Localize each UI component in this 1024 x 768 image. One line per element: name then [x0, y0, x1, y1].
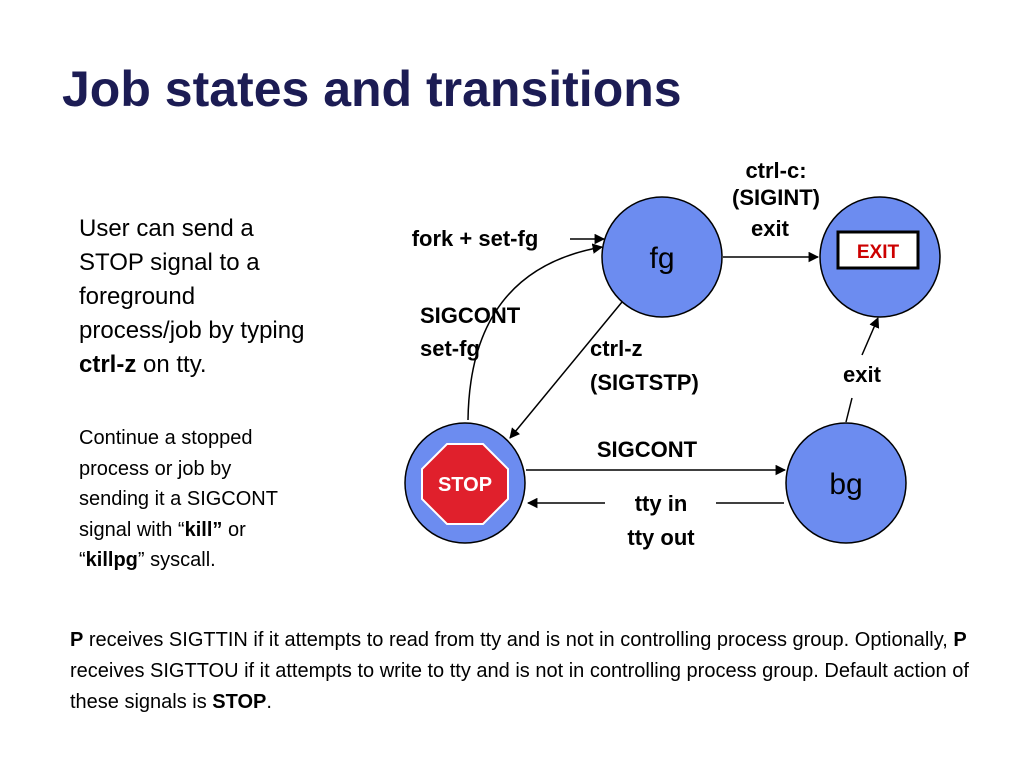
- text-fragment: “: [79, 549, 86, 571]
- fg-state-node: [601, 196, 723, 318]
- sigtstp-label: (SIGTSTP): [590, 370, 699, 395]
- text-fragment: or: [222, 518, 246, 541]
- sigint-label: (SIGINT): [732, 185, 820, 210]
- text-line: Continue a stopped: [79, 427, 253, 449]
- ctrl-z-arrow: [509, 301, 623, 439]
- ctrl-z-label: ctrl-z: [590, 336, 643, 361]
- ctrl-c-label: ctrl-c:: [745, 158, 806, 183]
- text-fragment: receives SIGTTIN if it attempts to read …: [83, 629, 954, 651]
- ctrl-z-keyword: ctrl-z: [79, 351, 137, 378]
- sigcont-paragraph: Continue a stopped process or job by sendi…: [79, 423, 369, 576]
- text-line: on tty.: [136, 351, 207, 378]
- fork-set-fg-label: fork + set-fg: [412, 226, 539, 251]
- exit-bg-arrow-lower: [845, 397, 853, 423]
- tty-out-label: tty out: [627, 525, 695, 550]
- process-p: P: [953, 629, 967, 651]
- stop-signal-paragraph: User can send a STOP signal to a foregroun…: [79, 212, 369, 382]
- bg-node-label: bg: [829, 468, 862, 501]
- exit-box: [836, 230, 920, 270]
- exit-bg-label: exit: [843, 362, 882, 387]
- exit-fg-label: exit: [751, 216, 790, 241]
- set-fg-label: set-fg: [420, 336, 480, 361]
- text-line: User can send a: [79, 215, 254, 242]
- stop-sign-label: STOP: [438, 474, 492, 496]
- text-line: process or job by: [79, 457, 232, 480]
- text-fragment: signal with “: [79, 518, 185, 541]
- stop-keyword: STOP: [212, 691, 267, 713]
- slide-title: Job states and transitions: [62, 61, 682, 117]
- tty-in-label: tty in: [635, 491, 688, 516]
- bg-state-node: [785, 422, 907, 544]
- sigcont-set-fg-arrow: [467, 243, 604, 421]
- killpg-keyword: killpg: [85, 549, 138, 571]
- text-fragment: receives SIGTTOU if it attempts to write…: [70, 660, 969, 713]
- process-p: P: [70, 629, 84, 651]
- sigcont-bg-label: SIGCONT: [597, 437, 698, 462]
- exit-bg-arrow-upper: [861, 317, 880, 356]
- stop-sign-icon: [421, 443, 509, 525]
- exit-box-label: EXIT: [857, 242, 900, 263]
- kill-keyword: kill”: [184, 518, 223, 541]
- text-line: process/job by typing: [79, 317, 305, 344]
- fg-node-label: fg: [649, 242, 674, 275]
- text-fragment: .: [266, 691, 272, 713]
- sigcont-label: SIGCONT: [420, 303, 521, 328]
- text-line: sending it a SIGCONT: [79, 488, 278, 510]
- sigttin-sigttou-paragraph: P receives SIGTTIN if it attempts to rea…: [70, 625, 990, 718]
- text-fragment: ” syscall.: [137, 549, 216, 571]
- text-line: foreground: [79, 283, 196, 310]
- text-line: STOP signal to a: [79, 249, 260, 276]
